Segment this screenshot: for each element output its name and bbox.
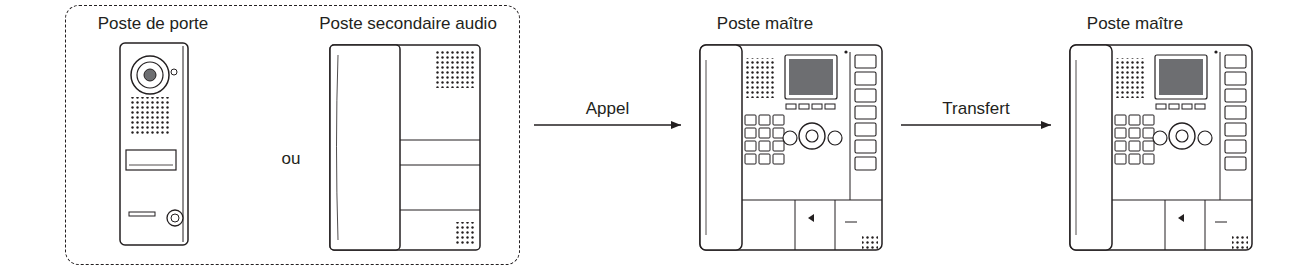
arrow-connector [901,124,1051,126]
edge-label: Appel [583,99,632,119]
master-station-node: Poste maître [695,5,887,260]
arrow-connector [534,124,681,126]
station-label: Poste de porte [98,14,209,34]
audio-sub-station-node: Poste secondaire audio [306,8,511,258]
door-station-node: Poste de porte [86,8,226,258]
master-station [700,45,882,250]
station-label: Poste secondaire audio [319,14,497,34]
audio-sub-station [330,45,480,250]
station-label: Poste maître [717,14,813,34]
station-label: Poste maître [1087,14,1183,34]
alternative-group: ou Poste de porte Poste secondaire audio [65,5,520,265]
alternative-word: ou [282,149,301,169]
master-station [1070,45,1252,250]
master-station-node: Poste maître [1065,5,1257,260]
edge-label: Transfert [939,99,1012,119]
door-station [120,43,188,245]
